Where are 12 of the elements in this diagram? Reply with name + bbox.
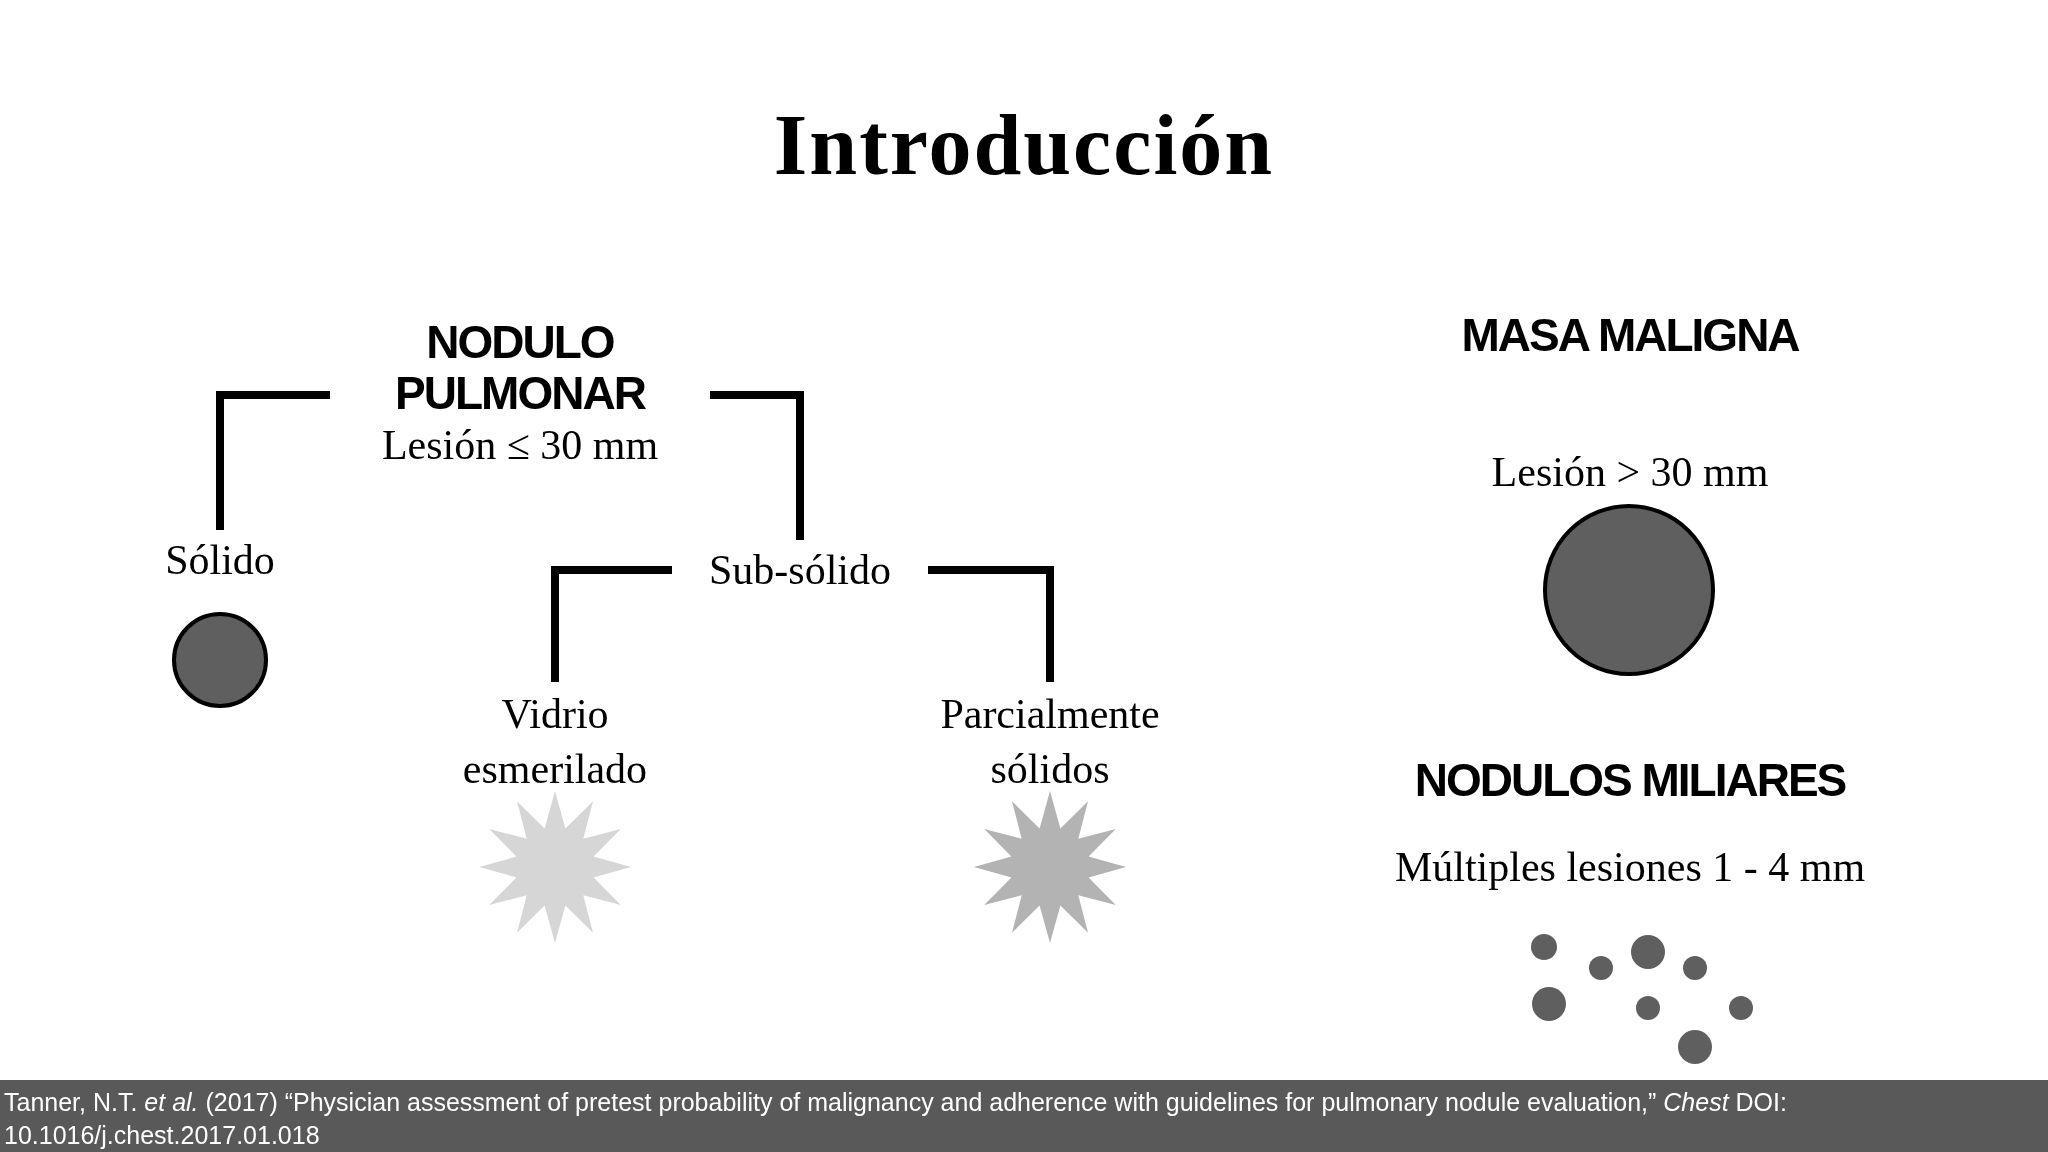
node-label: Parcialmente sólidos	[939, 690, 1161, 794]
node-label: Sub-sólido	[709, 545, 891, 595]
citation-text: Tanner, N.T. et al. (2017) “Physician assessment of pretest probability of malignancy and adherence with guidelines for pulmonary nodule evaluation,” Chest DOI: 10.1016/j.chest.2017.01.018	[4, 1087, 1788, 1151]
label-text: Múltiples lesiones 1 - 4 mm	[1393, 843, 1867, 892]
label-text: Lesión > 30 mm	[1490, 448, 1770, 497]
node-label: Lesión ≤ 30 mm	[381, 421, 659, 471]
node-label: Vidrio esmerilado	[461, 690, 649, 794]
section-heading: NODULOS MILIARES	[1413, 755, 1847, 806]
slide-title: Introducción	[772, 96, 1276, 195]
section-heading: MASA MALIGNA	[1460, 310, 1800, 361]
node-label: Sólido	[165, 535, 275, 585]
node-heading: NODULO PULMONAR	[394, 317, 647, 419]
